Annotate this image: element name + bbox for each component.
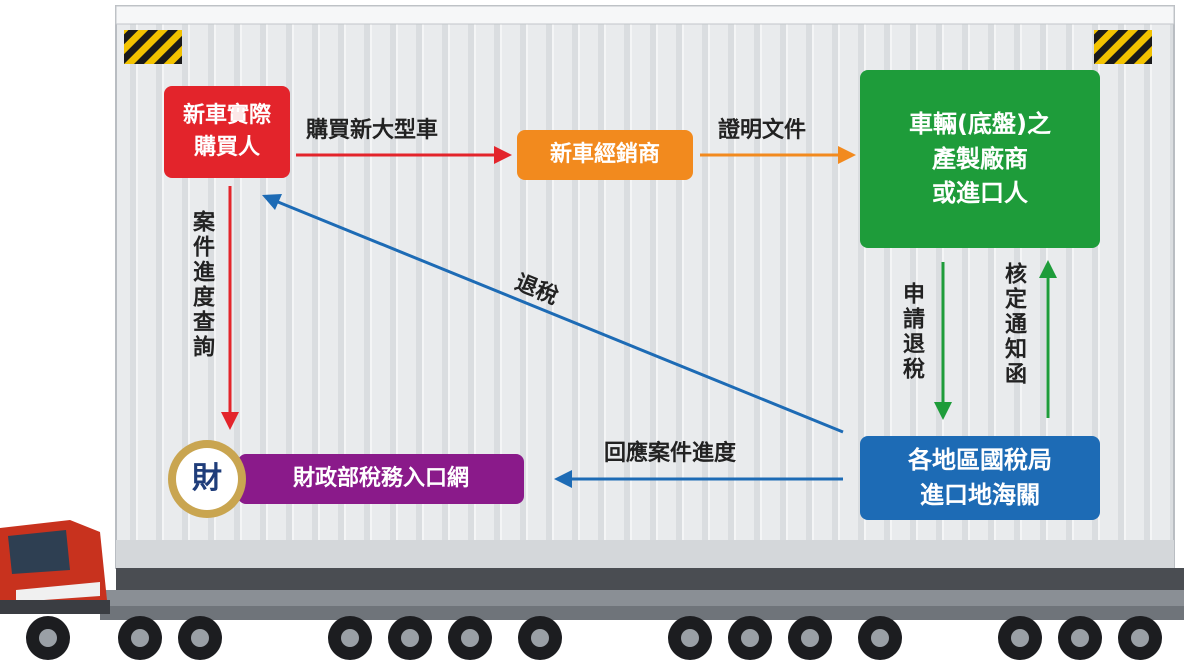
arrow-apply-refund <box>934 262 952 420</box>
ministry-of-finance-logo: 財 <box>168 440 246 518</box>
hazard-stripe-left <box>124 30 182 64</box>
container-top-rail <box>115 5 1175 25</box>
node-dealer: 新車經銷商 <box>517 130 693 180</box>
arrow-buy-new-truck <box>296 146 512 164</box>
node-tax-office: 各地區國稅局 進口地海關 <box>860 436 1100 520</box>
node-tax-portal: 財政部稅務入口網 <box>238 454 524 504</box>
label-buy-new-truck: 購買新大型車 <box>306 118 439 143</box>
arrow-case-progress-query <box>221 186 239 430</box>
node-manufacturer: 車輛(底盤)之 產製廠商 或進口人 <box>860 70 1100 248</box>
trailer-skirt <box>100 606 1184 620</box>
truck-cab <box>0 520 110 614</box>
label-case-progress-query: 案件進度查詢 <box>189 210 214 360</box>
arrow-proof-document <box>700 146 856 164</box>
arrow-approval-notice <box>1039 260 1057 418</box>
label-reply-progress: 回應案件進度 <box>604 441 737 466</box>
label-proof-document: 證明文件 <box>718 118 807 143</box>
logo-inner: 財 <box>176 448 238 510</box>
label-apply-refund: 申請退稅 <box>899 282 924 382</box>
arrow-reply-progress <box>554 470 843 488</box>
wheel-hubs <box>39 629 1149 647</box>
logo-glyph: 財 <box>192 461 222 496</box>
node-buyer: 新車實際 購買人 <box>164 86 290 178</box>
arrow-tax-refund <box>262 194 844 434</box>
container-bottom-rail <box>116 540 1174 568</box>
label-approval-notice: 核定通知函 <box>1001 262 1026 387</box>
trailer-chassis <box>116 568 1184 590</box>
hazard-stripe-right <box>1094 30 1152 64</box>
